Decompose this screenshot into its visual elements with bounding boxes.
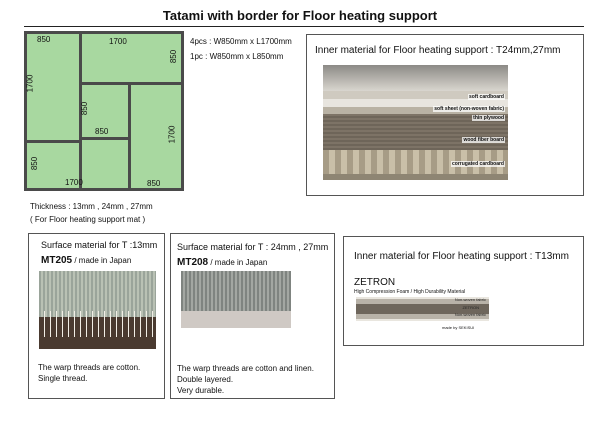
mat-border bbox=[79, 137, 131, 140]
mat-border bbox=[82, 82, 181, 85]
maker-label: made by SEKISUI bbox=[442, 325, 475, 330]
surface-mt208-box: Surface material for T : 24mm , 27mm MT2… bbox=[170, 233, 335, 399]
box-title: Inner material for Floor heating support… bbox=[354, 251, 569, 262]
dim-label: 850 bbox=[37, 35, 51, 44]
desc-line: Double layered. bbox=[177, 375, 234, 384]
tatami-layout-diagram: 850 1700 1700 850 850 850 1700 850 1700 … bbox=[24, 31, 184, 191]
layer-label: Non-woven fabric bbox=[454, 297, 486, 302]
box-title: Surface material for T :13mm bbox=[41, 240, 158, 250]
spec-line: 1pc : W850mm x L850mm bbox=[190, 52, 284, 61]
origin-label: / made in Japan bbox=[72, 256, 132, 265]
dim-label: 1700 bbox=[109, 37, 127, 46]
dim-label: 850 bbox=[80, 101, 90, 116]
dim-label: 1700 bbox=[25, 74, 35, 93]
box-title: Inner material for Floor heating support… bbox=[315, 45, 561, 56]
inner-material-thin-box: Inner material for Floor heating support… bbox=[343, 236, 584, 346]
mat-border bbox=[27, 140, 82, 143]
product-code-label: MT208 bbox=[177, 257, 209, 268]
dim-label: 1700 bbox=[167, 125, 177, 144]
layer-cross-section-photo: soft cardboard soft sheet (non-woven fab… bbox=[323, 65, 508, 180]
product-code-label: MT205 bbox=[41, 255, 73, 266]
surface-mt205-box: Surface material for T :13mm MT205 / mad… bbox=[28, 233, 165, 399]
layer-label: corrugated cardboard bbox=[451, 161, 505, 167]
dim-label: 850 bbox=[95, 127, 109, 136]
desc-line: The warp threads are cotton. bbox=[38, 363, 141, 372]
mt205-surface-photo bbox=[39, 271, 156, 349]
desc-line: Single thread. bbox=[38, 374, 88, 383]
desc-line: Very durable. bbox=[177, 386, 225, 395]
product-description: The warp threads are cotton and linen. D… bbox=[177, 363, 314, 396]
layer-label: thin plywood bbox=[472, 115, 505, 121]
layer-label: Non-woven fabric bbox=[454, 312, 486, 317]
dim-label: 850 bbox=[169, 49, 179, 64]
product-code: MT205 / made in Japan bbox=[41, 255, 131, 266]
dim-label: 850 bbox=[147, 179, 161, 188]
zetron-cross-section: Non-woven fabric ZETRON Non-woven fabric bbox=[356, 297, 489, 321]
dim-label: 1700 bbox=[65, 178, 83, 187]
thickness-note: ( For Floor heating support mat ) bbox=[30, 215, 146, 224]
thickness-line: Thickness : 13mm , 24mm , 27mm bbox=[30, 202, 153, 211]
brand-name: ZETRON bbox=[354, 277, 396, 288]
page-title: Tatami with border for Floor heating sup… bbox=[162, 8, 438, 23]
brand-tagline: High Compression Foam / High Durability … bbox=[354, 289, 466, 295]
mat-border bbox=[128, 140, 131, 188]
spec-line: 4pcs : W850mm x L1700mm bbox=[190, 37, 292, 46]
desc-line: The warp threads are cotton and linen. bbox=[177, 364, 314, 373]
thickness-info: Thickness : 13mm , 24mm , 27mm ( For Flo… bbox=[30, 200, 153, 226]
product-code: MT208 / made in Japan bbox=[177, 257, 267, 268]
title-divider bbox=[24, 26, 584, 27]
dim-label: 850 bbox=[30, 156, 40, 171]
mat-specs: 4pcs : W850mm x L1700mm 1pc : W850mm x L… bbox=[190, 34, 292, 64]
mt208-surface-photo bbox=[181, 271, 291, 328]
layer-label: ZETRON bbox=[462, 305, 479, 310]
layer-label: soft sheet (non-woven fabric) bbox=[433, 106, 505, 112]
box-title: Surface material for T : 24mm , 27mm bbox=[177, 242, 329, 252]
mat-border bbox=[79, 34, 82, 188]
product-description: The warp threads are cotton. Single thre… bbox=[38, 362, 140, 384]
layer-label: wood fiber board bbox=[462, 137, 505, 143]
layer-label: soft cardboard bbox=[467, 94, 505, 100]
origin-label: / made in Japan bbox=[208, 258, 268, 267]
inner-material-thick-box: Inner material for Floor heating support… bbox=[306, 34, 584, 196]
mat-border bbox=[128, 82, 131, 140]
